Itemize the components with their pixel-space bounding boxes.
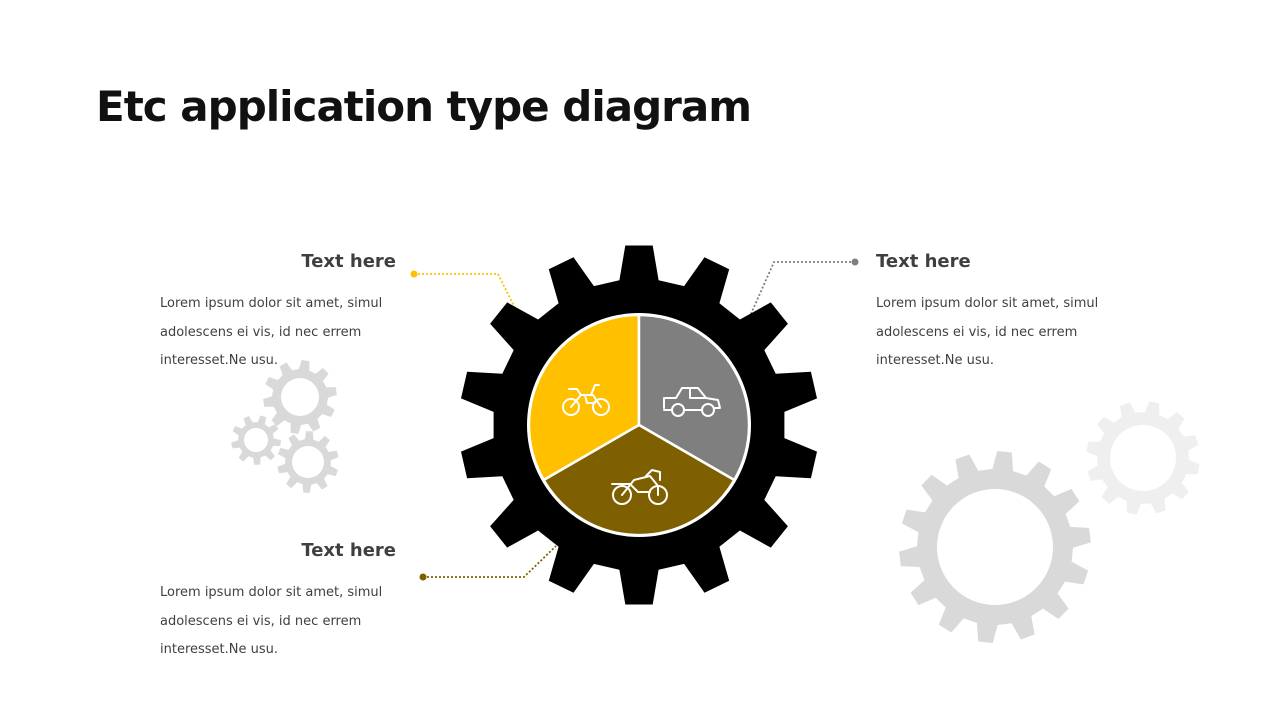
segment-pie: [527, 313, 751, 537]
block-body: Lorem ipsum dolor sit amet, simul adoles…: [876, 296, 1099, 368]
motorcycle-icon: [562, 384, 610, 416]
block-body: Lorem ipsum dolor sit amet, simul adoles…: [160, 296, 383, 368]
connector-top-left: [410, 270, 517, 311]
decorative-faint-gear-icon: [1086, 401, 1200, 515]
decorative-gear-cluster-left: [231, 360, 339, 493]
block-heading: Text here: [301, 251, 396, 272]
segment-brown: [541, 423, 737, 537]
block-heading: Text here: [301, 540, 396, 561]
sport-bike-icon: [611, 469, 668, 505]
decorative-gear-icon: [263, 360, 337, 434]
connector-top-right: [749, 258, 859, 317]
text-block-bottom-left: Text here Lorem ipsum dolor sit amet, si…: [160, 540, 396, 665]
text-block-top-right: Text here Lorem ipsum dolor sit amet, si…: [876, 251, 1116, 376]
block-body: Lorem ipsum dolor sit amet, simul adoles…: [160, 585, 383, 657]
decorative-gear-icon: [277, 431, 339, 493]
slide-title: Etc application type diagram: [96, 82, 752, 131]
connector-bottom-left: [419, 545, 557, 581]
buggy-car-icon: [663, 387, 721, 417]
block-heading: Text here: [876, 251, 971, 272]
decorative-gear-icon: [231, 415, 281, 465]
text-block-top-left: Text here Lorem ipsum dolor sit amet, si…: [160, 251, 396, 376]
decorative-large-gear-icon: [899, 451, 1091, 643]
segment-yellow: [527, 313, 641, 482]
